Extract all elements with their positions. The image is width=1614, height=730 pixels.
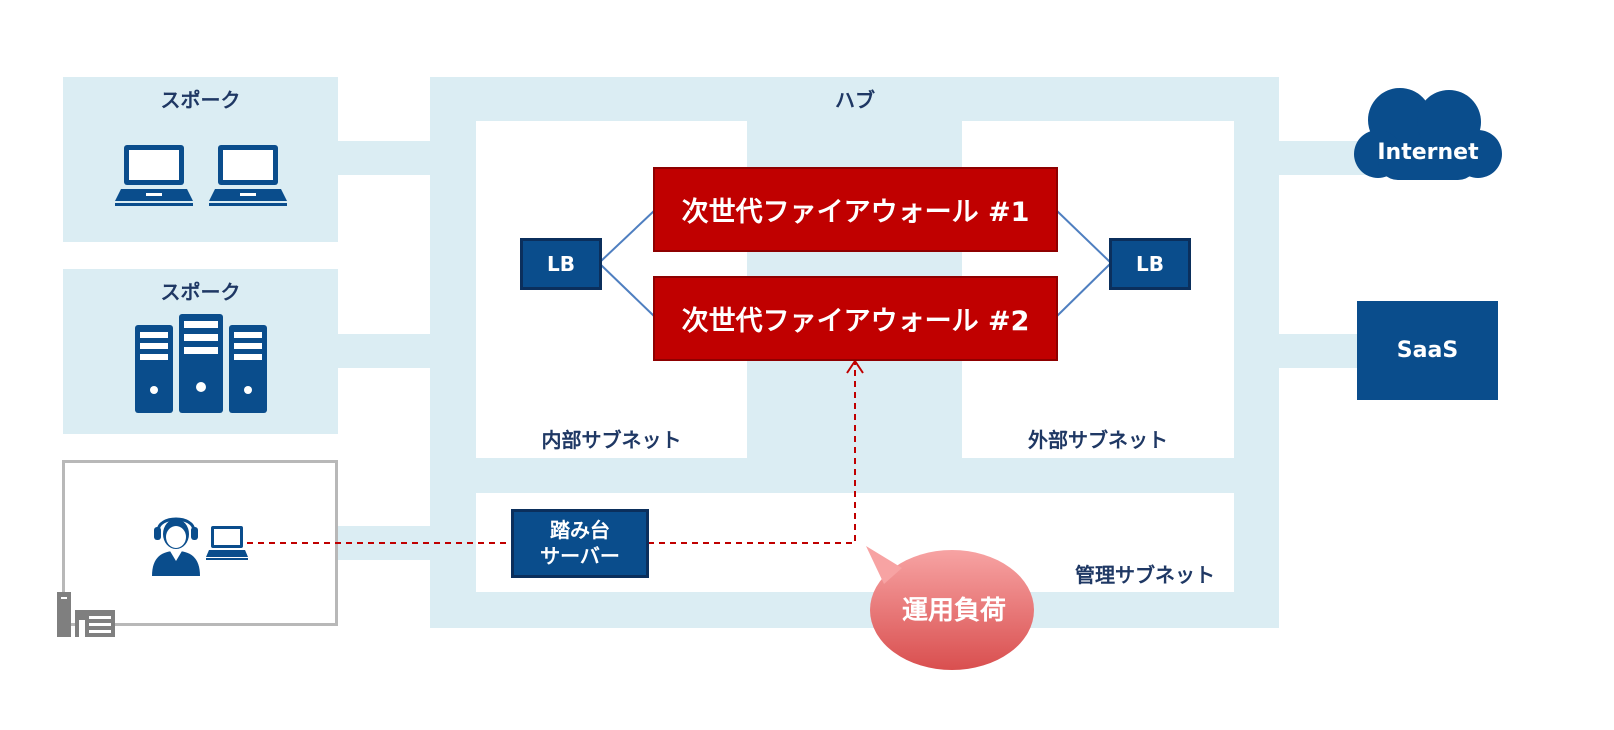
internal-subnet-label: 内部サブネット [541,428,682,452]
spoke-label: スポーク [160,280,241,304]
office-building-icon [57,592,115,637]
jump-server-line1: 踏み台 [550,518,610,542]
jump-server: 踏み台 サーバー [511,509,649,578]
spoke1-hub-link [336,141,432,175]
load-balancer-internal: LB [520,238,602,290]
firewall-1: 次世代ファイアウォール #1 [653,167,1058,252]
spoke-label: スポーク [160,88,241,112]
load-balancer-external: LB [1109,238,1191,290]
operation-load-callout [866,546,1034,670]
cloud-icon [1354,88,1502,180]
callout-label: 運用負荷 [901,596,1006,626]
internet-label: Internet [1377,140,1479,165]
spoke2-hub-link [336,334,432,368]
small-laptop-icon [206,526,248,560]
hub-saas-link [1277,334,1359,368]
server-rack-icon [135,314,267,413]
jump-server-line2: サーバー [540,544,620,568]
management-subnet-label: 管理サブネット [1075,563,1215,587]
laptop-icon [115,145,193,206]
operator-headset-icon [152,517,200,576]
saas-box: SaaS [1357,301,1498,400]
firewall-2: 次世代ファイアウォール #2 [653,276,1058,361]
hub-label: ハブ [835,88,875,112]
external-subnet-label: 外部サブネット [1028,428,1168,452]
laptop-icon [209,145,287,206]
spoke-box-clients [63,77,338,242]
